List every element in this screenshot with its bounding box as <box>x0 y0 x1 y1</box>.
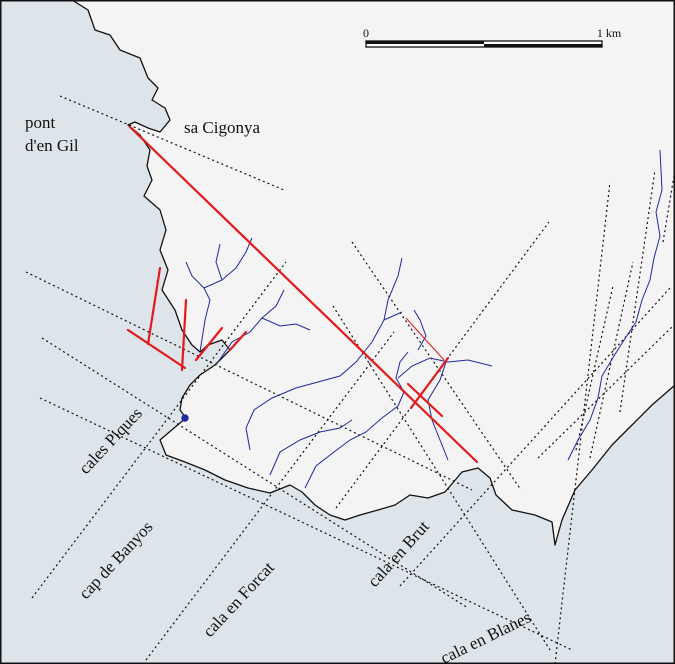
stream <box>397 357 493 379</box>
fault <box>228 330 248 352</box>
faults <box>126 125 479 464</box>
scale-bar-black-segment <box>366 41 484 44</box>
stream <box>567 149 663 461</box>
lineament <box>145 331 395 661</box>
stream <box>245 257 403 451</box>
fault <box>409 356 450 410</box>
fault <box>406 382 444 418</box>
fault <box>180 298 188 372</box>
lineament <box>619 169 656 413</box>
stream <box>217 289 285 363</box>
stream <box>383 311 403 321</box>
scale-end-label: 1 km <box>597 26 622 40</box>
fault <box>146 266 162 346</box>
label-den-gil: d'en Gil <box>25 136 79 155</box>
lineament <box>31 261 287 599</box>
stream <box>269 419 353 476</box>
stream <box>215 243 223 281</box>
lineament <box>554 181 611 664</box>
minor-fault <box>405 317 445 361</box>
scale-bar-black-segment <box>484 44 602 47</box>
scale-start-label: 0 <box>363 26 369 40</box>
scale-bar: 0 1 km <box>363 26 622 48</box>
lineament <box>39 397 573 651</box>
lineament <box>351 241 522 491</box>
fault <box>194 326 224 362</box>
spring-marker <box>181 414 189 422</box>
label-pont: pont <box>25 113 56 132</box>
lineament <box>41 337 469 609</box>
main-fault <box>128 125 479 464</box>
stream <box>185 261 211 353</box>
stream <box>413 309 427 351</box>
fault <box>126 328 187 370</box>
lineament <box>575 285 614 451</box>
streams <box>185 149 663 489</box>
stream <box>203 237 253 289</box>
lineament <box>662 169 675 243</box>
lineament <box>537 323 675 459</box>
stream <box>261 317 311 331</box>
label-sa-cigonya: sa Cigonya <box>184 118 260 137</box>
stream <box>304 351 409 489</box>
lineament <box>59 95 285 191</box>
land <box>71 0 675 546</box>
stream <box>427 361 449 461</box>
